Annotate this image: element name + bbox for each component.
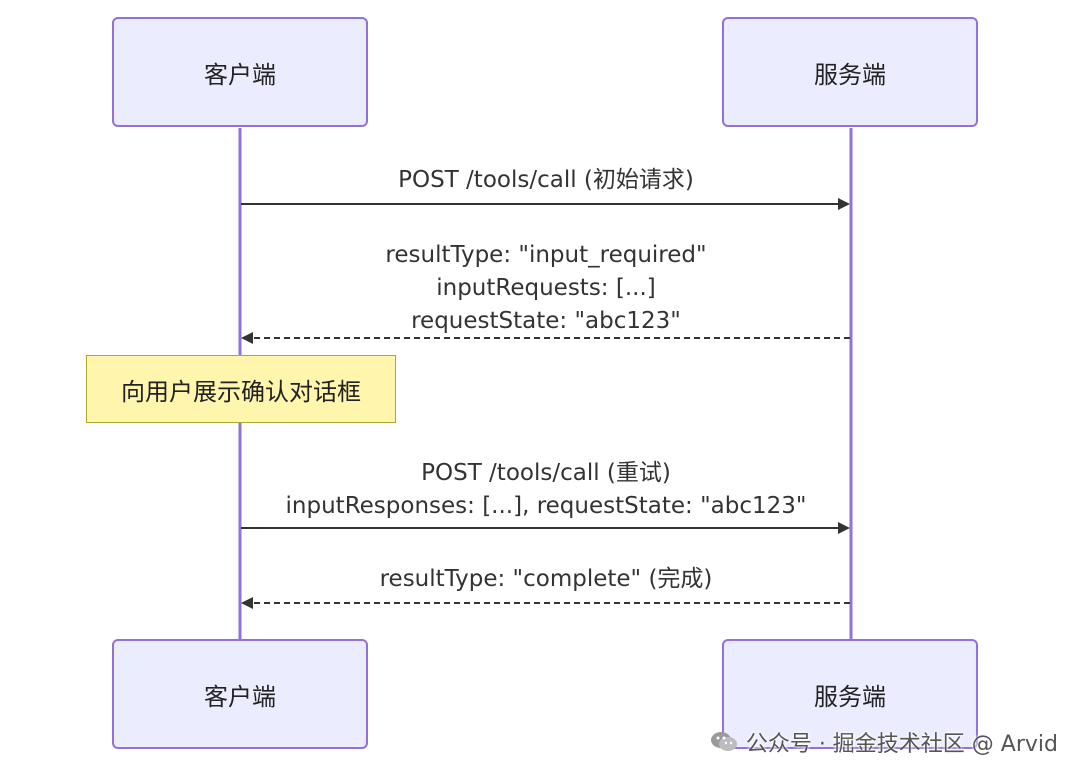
participant-client-top-label: 客户端 xyxy=(204,60,276,89)
message-4-line-1: resultType: "complete" (完成) xyxy=(379,566,713,592)
watermark: 公众号 · 掘金技术社区 @ Arvid xyxy=(710,726,1058,758)
message-3-line-1: POST /tools/call (重试) xyxy=(421,460,671,486)
note-text: 向用户展示确认对话框 xyxy=(121,377,361,406)
message-3-line-2: inputResponses: [...], requestState: "ab… xyxy=(285,493,807,519)
watermark-text: 公众号 · 掘金技术社区 @ Arvid xyxy=(745,732,1058,757)
message-4-label: resultType: "complete" (完成) xyxy=(240,563,852,596)
message-2-line-2: inputRequests: [...] xyxy=(436,275,656,301)
participant-server-top: 服务端 xyxy=(722,17,978,127)
participant-server-bottom-label: 服务端 xyxy=(814,682,886,711)
participant-server-bottom: 服务端 xyxy=(722,639,978,749)
participant-client-bottom: 客户端 xyxy=(112,639,368,749)
message-2-line-3: requestState: "abc123" xyxy=(411,308,681,334)
message-1-label: POST /tools/call (初始请求) xyxy=(240,164,852,197)
participant-client-top: 客户端 xyxy=(112,17,368,127)
participant-server-top-label: 服务端 xyxy=(814,60,886,89)
message-2-label: resultType: "input_required" inputReques… xyxy=(240,239,852,338)
message-1-line-1: POST /tools/call (初始请求) xyxy=(398,167,694,193)
message-2-line-1: resultType: "input_required" xyxy=(385,242,707,268)
participant-client-bottom-label: 客户端 xyxy=(204,682,276,711)
note-box: 向用户展示确认对话框 xyxy=(86,355,396,423)
wechat-icon xyxy=(710,732,737,751)
message-3-label: POST /tools/call (重试) inputResponses: [.… xyxy=(240,457,852,523)
